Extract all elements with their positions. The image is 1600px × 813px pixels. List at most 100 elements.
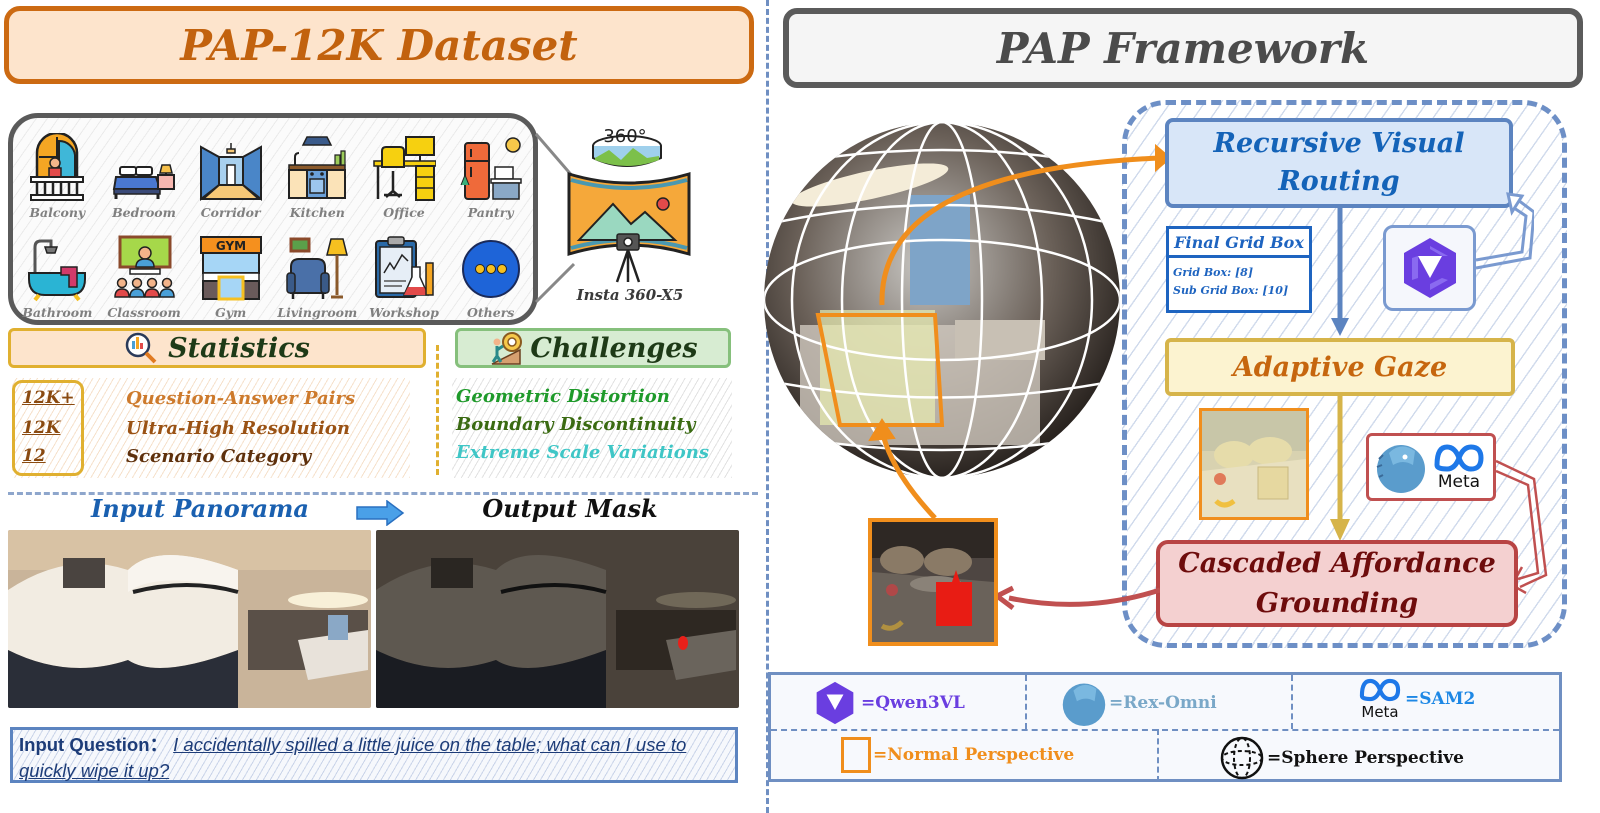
sphere-panorama	[764, 120, 1120, 480]
scenario-kitchen: Kitchen	[274, 122, 361, 222]
rvr-to-gaze-arrow	[1331, 206, 1349, 336]
orange-flow-arrows	[868, 143, 1172, 520]
dataset-title-text: PAP-12K Dataset	[180, 20, 578, 70]
input-panorama-title: Input Panorama	[91, 494, 309, 523]
scenario-label: Corridor	[200, 205, 261, 220]
scenario-label: Livingroom	[277, 305, 358, 320]
challenge-item: Geometric Distortion	[456, 386, 670, 407]
statistics-title: Statistics	[168, 332, 310, 364]
meta-logo: Meta	[1357, 677, 1403, 721]
qwen-logo-icon	[1403, 238, 1456, 298]
bathroom-icon	[28, 239, 87, 302]
scenario-corridor: Corridor	[187, 122, 274, 222]
scenario-grid: Balcony Bedroom Corridor	[14, 122, 534, 322]
meta-text: Meta	[1437, 472, 1481, 492]
legend-qwen-label: =Qwen3VL	[861, 693, 965, 713]
qwen-logo-icon	[816, 681, 854, 725]
legend-sam: Meta =SAM2	[1357, 677, 1475, 721]
dataset-title: PAP-12K Dataset	[4, 6, 754, 84]
stat-row: 12 Scenario Category	[12, 442, 412, 470]
final-grid-box-title: Final Grid Box	[1166, 226, 1312, 258]
scenario-label: Workshop	[369, 305, 439, 320]
stat-row: 12K+ Question-Answer Pairs	[12, 384, 412, 412]
scenario-panel	[8, 113, 538, 325]
bedroom-icon	[112, 164, 175, 199]
framework-title-text: PAP Framework	[996, 23, 1370, 73]
workshop-icon	[374, 236, 434, 298]
rvr-line2: Routing	[1278, 166, 1400, 197]
kitchen-icon	[288, 136, 347, 199]
legend-normal-label: =Normal Perspective	[873, 745, 1075, 765]
camera-label: Insta 360-X5	[576, 286, 684, 304]
legend-divider	[1025, 675, 1027, 729]
magnifier-chart-icon	[125, 332, 157, 364]
scenario-label: Others	[466, 305, 515, 320]
question-label: Input Question：	[19, 734, 169, 755]
recursive-visual-routing-box: Recursive Visual Routing	[1165, 118, 1513, 208]
stat-label: Scenario Category	[126, 445, 312, 467]
challenges-header: Challenges	[455, 328, 731, 368]
meta-infinity-icon	[1359, 678, 1401, 702]
stat-value: 12	[22, 446, 46, 466]
cascaded-affordance-grounding-box: Cascaded Affordance Grounding	[1156, 540, 1518, 627]
scenario-label: Balcony	[29, 205, 86, 220]
legend: =Qwen3VL =Rex-Omni Meta =SAM2 =Normal Pe…	[768, 672, 1562, 782]
classroom-icon	[114, 235, 175, 298]
adaptive-gaze-box: Adaptive Gaze	[1165, 338, 1515, 396]
rex-omni-logo-icon	[1062, 683, 1106, 726]
corridor-icon	[199, 143, 262, 202]
legend-rex-label: =Rex-Omni	[1109, 693, 1217, 713]
challenges-body: Geometric Distortion Boundary Discontinu…	[452, 378, 732, 478]
scenario-pantry: Pantry	[447, 122, 534, 222]
gaze-to-grounding-arrow	[1330, 395, 1350, 541]
input-panorama-image	[8, 530, 371, 708]
grid-box-value: Grid Box: [8]	[1173, 266, 1254, 279]
mask-highlight	[678, 636, 688, 650]
input-question-box: Input Question： I accidentally spilled a…	[10, 727, 738, 783]
funnel-lines	[534, 133, 575, 304]
sub-grid-box-value: Sub Grid Box: [10]	[1173, 284, 1289, 297]
caf-line1: Cascaded Affordance	[1178, 547, 1496, 579]
legend-divider	[1291, 675, 1293, 729]
scenario-label: Office	[383, 205, 425, 220]
scenario-bedroom: Bedroom	[101, 122, 188, 222]
scenario-livingroom: Livingroom	[274, 222, 361, 322]
scenario-bathroom: Bathroom	[14, 222, 101, 322]
output-mask-image	[376, 530, 739, 708]
challenge-item: Extreme Scale Variations	[456, 442, 709, 463]
pantry-icon	[460, 137, 522, 200]
gaze-crop-image	[1199, 408, 1309, 520]
stat-values-frame	[12, 380, 84, 476]
legend-sphere-label: =Sphere Perspective	[1267, 748, 1465, 768]
right-arrow-icon	[356, 500, 405, 526]
normal-perspective-box	[815, 313, 945, 427]
statistics-body: 12K+ Question-Answer Pairs 12K Ultra-Hig…	[12, 378, 410, 478]
legend-normal-perspective: =Normal Perspective	[841, 737, 1074, 773]
scenario-label: Pantry	[467, 205, 514, 220]
gym-sign-text: GYM	[216, 239, 246, 253]
segmented-tissue-box	[936, 582, 972, 626]
challenge-item: Boundary Discontinuity	[456, 414, 696, 435]
legend-qwen: =Qwen3VL	[811, 679, 965, 727]
horizontal-divider	[8, 492, 758, 495]
scenario-label: Bedroom	[112, 205, 176, 220]
challenges-title: Challenges	[530, 332, 698, 364]
scenario-label: Bathroom	[22, 305, 93, 320]
qwen-model-box	[1383, 225, 1476, 311]
legend-sam-label: =SAM2	[1405, 689, 1476, 709]
qwen-loop-arrow	[1475, 192, 1534, 270]
adaptive-gaze-label: Adaptive Gaze	[1232, 351, 1448, 383]
rex-omni-logo-icon	[1376, 445, 1425, 493]
scenario-others: Others	[447, 222, 534, 322]
scenario-label: Kitchen	[289, 205, 345, 220]
insta360-camera-icon: 360°	[567, 126, 691, 283]
legend-divider	[1157, 729, 1159, 782]
rvr-line1: Recursive Visual	[1213, 128, 1465, 159]
camera-360-badge: 360°	[603, 126, 646, 147]
stat-value: 12K+	[22, 388, 75, 408]
stat-value: 12K	[22, 418, 61, 438]
office-icon	[373, 136, 436, 201]
normal-perspective-icon	[841, 737, 871, 773]
livingroom-icon	[286, 237, 349, 299]
vertical-divider	[766, 0, 769, 813]
